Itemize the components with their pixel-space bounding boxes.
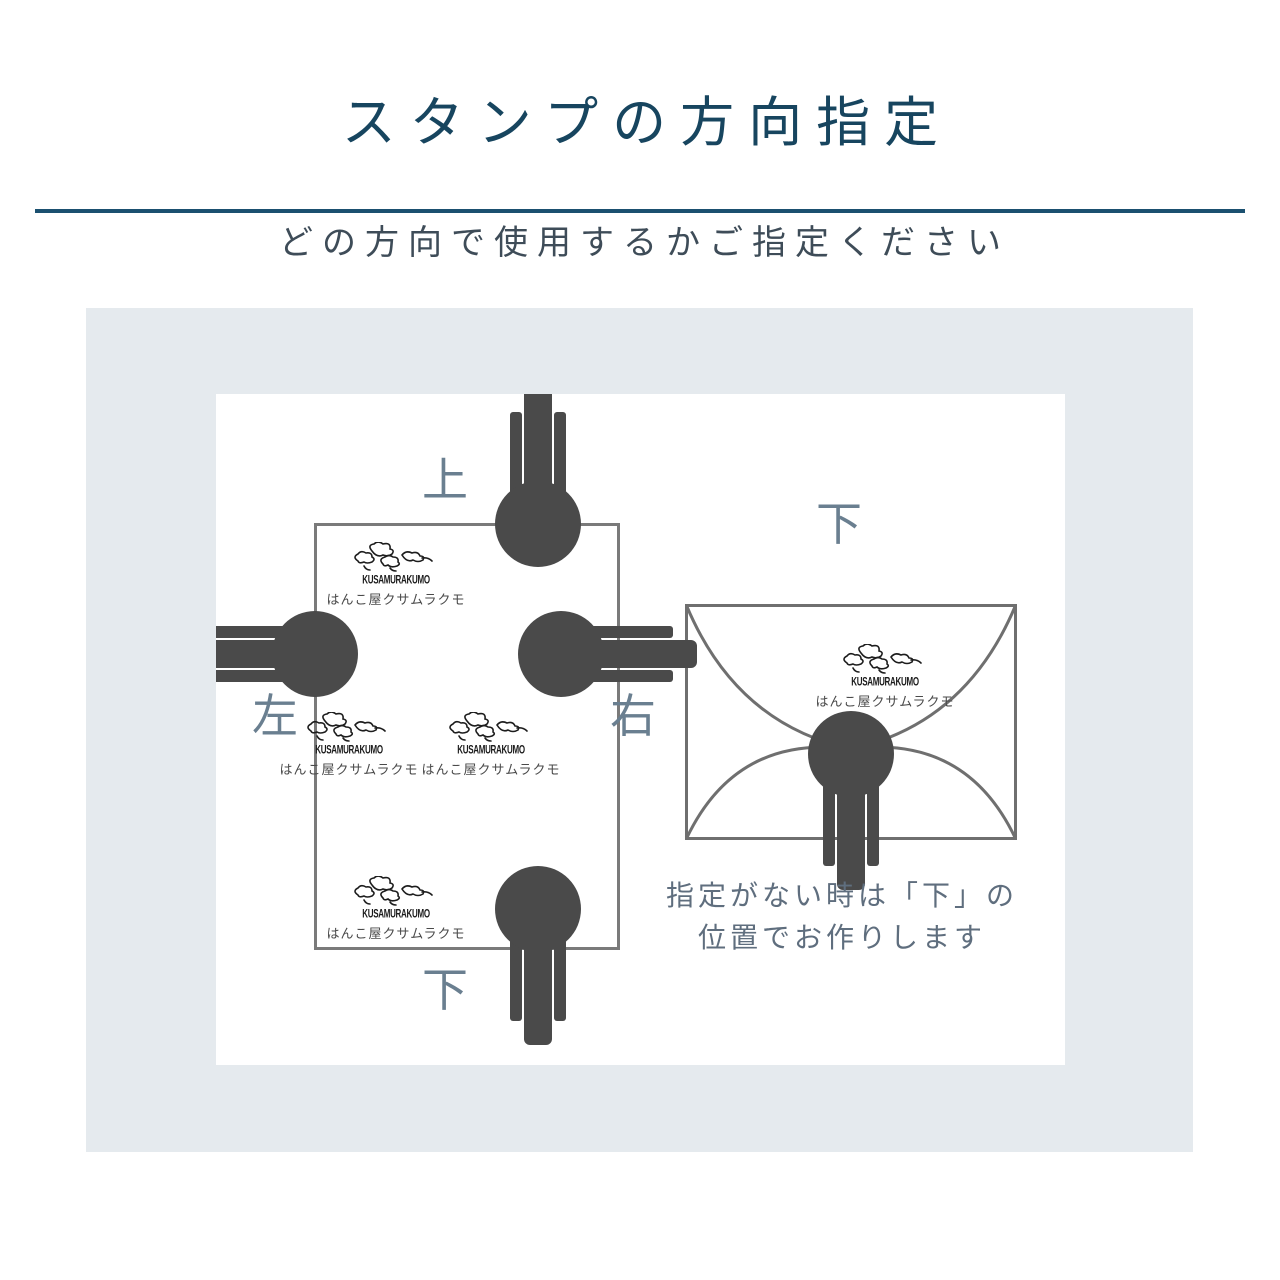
default-direction-note: 指定がない時は「下」の 位置でお作りします — [620, 876, 1060, 960]
logo-roman-text: KUSAMURAKUMO — [315, 742, 383, 757]
stamp-left — [216, 611, 358, 697]
logo-roman-text: KUSAMURAKUMO — [362, 906, 430, 921]
page-subtitle: どの方向で使用するかご指定ください — [279, 225, 1010, 262]
logo-kana-text: はんこ屋クサムラクモ — [326, 926, 466, 941]
brand-logo: KUSAMURAKUMO はんこ屋クサムラクモ — [321, 542, 471, 608]
logo-kana-text: はんこ屋クサムラクモ — [421, 762, 561, 777]
page-header: スタンプの方向指定 どの方向で使用するかご指定ください — [0, 0, 1280, 300]
kumo-tree-icon — [449, 712, 528, 742]
direction-diagram-illustration — [216, 394, 1017, 1045]
kumo-tree-icon — [354, 542, 433, 572]
direction-label-top: 上 — [422, 455, 468, 506]
logo-roman-text: KUSAMURAKUMO — [851, 674, 919, 689]
logo-roman-text: KUSAMURAKUMO — [457, 742, 525, 757]
title-divider — [35, 209, 1245, 213]
direction-label-bottom: 下 — [422, 965, 468, 1016]
logo-kana-text: はんこ屋クサムラクモ — [815, 694, 955, 709]
brand-logo: KUSAMURAKUMO はんこ屋クサムラクモ — [321, 876, 471, 942]
logo-roman-text: KUSAMURAKUMO — [362, 572, 430, 587]
stamp-bottom — [495, 866, 581, 1045]
brand-logo: KUSAMURAKUMO はんこ屋クサムラクモ — [810, 644, 960, 710]
stamp-right — [518, 611, 697, 697]
kumo-tree-icon — [354, 876, 433, 906]
default-direction-note-line-2: 位置でお作りします — [697, 923, 986, 954]
stamp-top — [495, 394, 581, 567]
logo-kana-text: はんこ屋クサムラクモ — [279, 762, 419, 777]
diagram-panel: KUSAMURAKUMO はんこ屋クサムラクモ KUSAMURAKUMO はんこ… — [86, 308, 1193, 1152]
kumo-tree-icon — [843, 644, 922, 674]
direction-label-left: 左 — [252, 691, 298, 742]
brand-logo: KUSAMURAKUMO はんこ屋クサムラクモ — [274, 712, 424, 778]
page-title: スタンプの方向指定 — [341, 93, 953, 153]
direction-label-envelope: 下 — [816, 499, 862, 550]
logo-kana-text: はんこ屋クサムラクモ — [326, 592, 466, 607]
kumo-tree-icon — [307, 712, 386, 742]
direction-label-right: 右 — [610, 691, 656, 742]
default-direction-note-line-1: 指定がない時は「下」の — [665, 881, 1018, 912]
diagram-canvas: KUSAMURAKUMO はんこ屋クサムラクモ KUSAMURAKUMO はんこ… — [216, 394, 1065, 1065]
paper-outline — [314, 523, 620, 950]
brand-logo: KUSAMURAKUMO はんこ屋クサムラクモ — [416, 712, 566, 778]
